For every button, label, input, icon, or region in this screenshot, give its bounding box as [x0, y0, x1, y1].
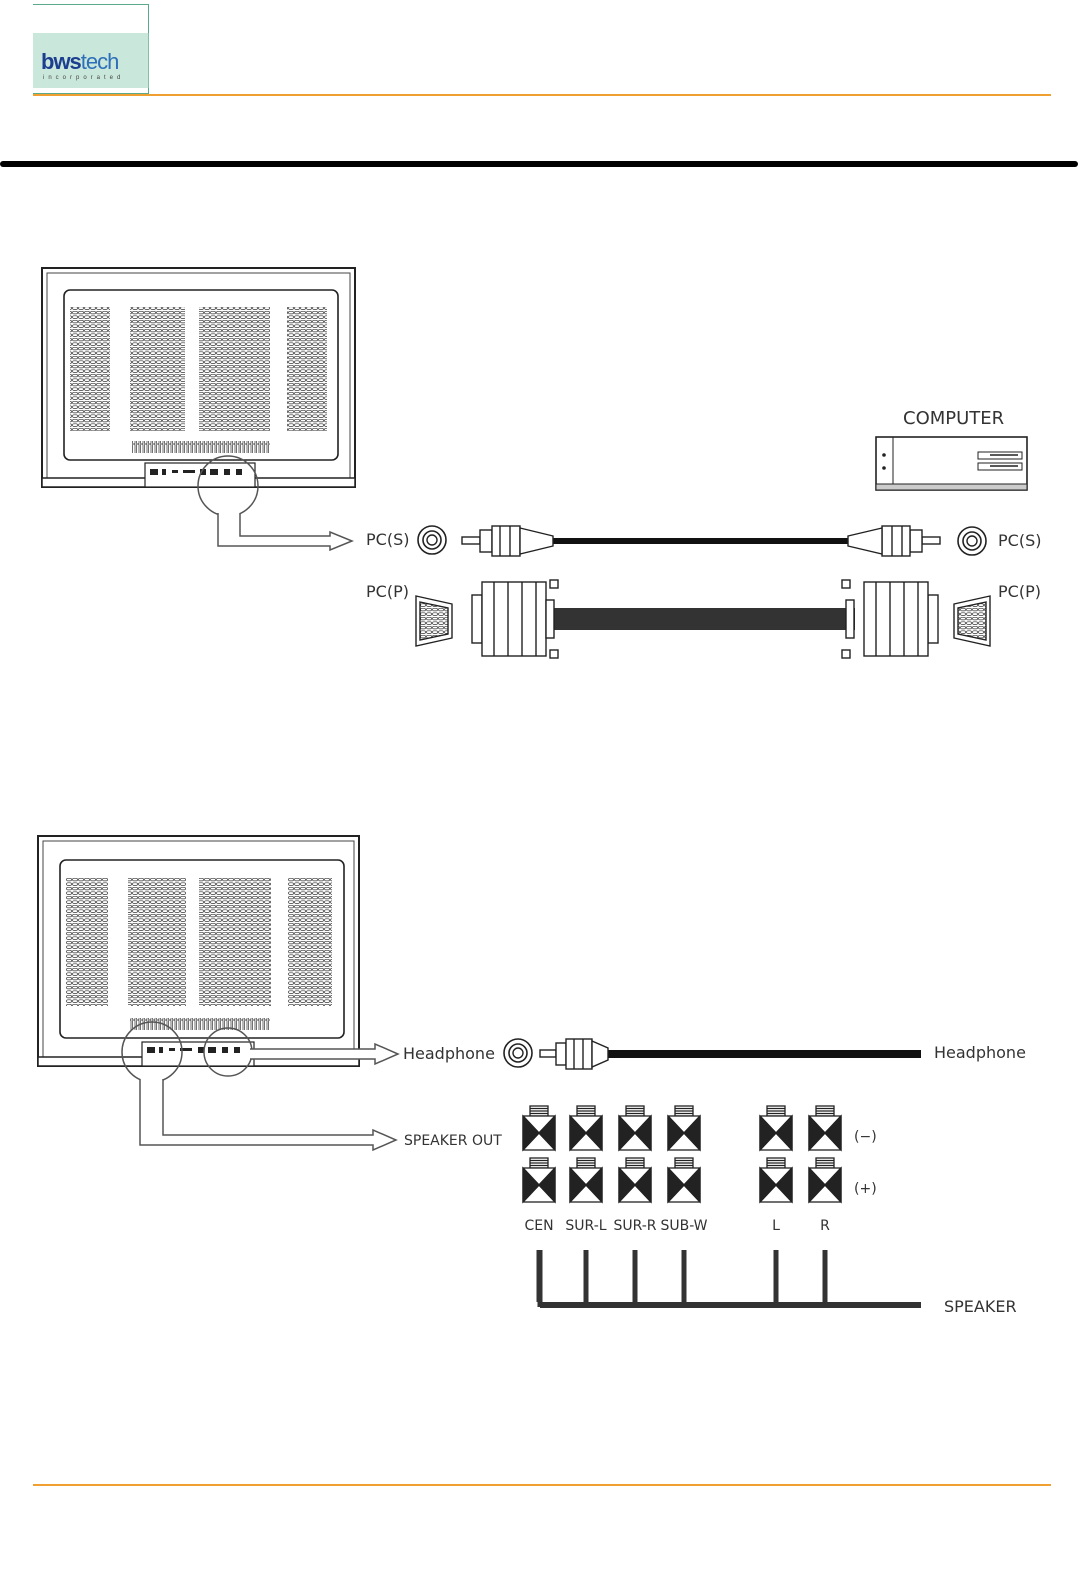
monitor-rear-panel-2 — [38, 836, 359, 1066]
terminal-positive-sur-r — [619, 1158, 651, 1202]
speaker-terminal-block — [523, 1106, 841, 1202]
footer-rule — [33, 1484, 1051, 1486]
speaker-wiring — [539, 1250, 921, 1307]
headphone-label-right: Headphone — [934, 1043, 1026, 1062]
terminal-positive-sub-w — [668, 1158, 700, 1202]
polarity-negative-label: (−) — [854, 1129, 877, 1145]
pc-p-label-right: PC(P) — [998, 582, 1041, 601]
headphone-cable — [504, 1039, 921, 1069]
pc-s-jack-left — [418, 526, 446, 554]
terminal-negative-cen — [523, 1106, 555, 1150]
rca-plug-left — [462, 526, 553, 556]
terminal-negative-sub-w — [668, 1106, 700, 1150]
computer-tower — [876, 437, 1027, 490]
terminal-positive-l — [760, 1158, 792, 1202]
vga-port-left — [416, 596, 452, 646]
vga-plug-left — [472, 580, 558, 658]
pc-s-jack-right — [958, 527, 986, 555]
speaker-label: SPEAKER — [944, 1297, 1017, 1316]
terminal-positive-cen — [523, 1158, 555, 1202]
channel-label-r: R — [785, 1218, 865, 1234]
terminal-negative-sur-r — [619, 1106, 651, 1150]
monitor-rear-panel-1 — [42, 268, 355, 487]
terminal-positive-r — [809, 1158, 841, 1202]
terminal-negative-sur-l — [570, 1106, 602, 1150]
pc-s-label-left: PC(S) — [366, 530, 409, 549]
pc-s-label-right: PC(S) — [998, 531, 1041, 550]
computer-label: COMPUTER — [903, 408, 1004, 429]
vga-plug-right — [842, 580, 938, 658]
headphone-jack — [504, 1039, 532, 1067]
headphone-label-left: Headphone — [403, 1044, 495, 1063]
pc-vga-cable — [416, 580, 990, 658]
polarity-positive-label: (+) — [854, 1181, 877, 1197]
speaker-out-label: SPEAKER OUT — [404, 1133, 502, 1149]
terminal-negative-l — [760, 1106, 792, 1150]
vga-port-right — [954, 596, 990, 646]
terminal-positive-sur-l — [570, 1158, 602, 1202]
pc-audio-cable — [418, 526, 986, 556]
terminal-negative-r — [809, 1106, 841, 1150]
pc-p-label-left: PC(P) — [366, 582, 409, 601]
headphone-plug — [540, 1039, 608, 1069]
rca-plug-right — [848, 526, 940, 556]
channel-label-sub-w: SUB-W — [644, 1218, 724, 1234]
